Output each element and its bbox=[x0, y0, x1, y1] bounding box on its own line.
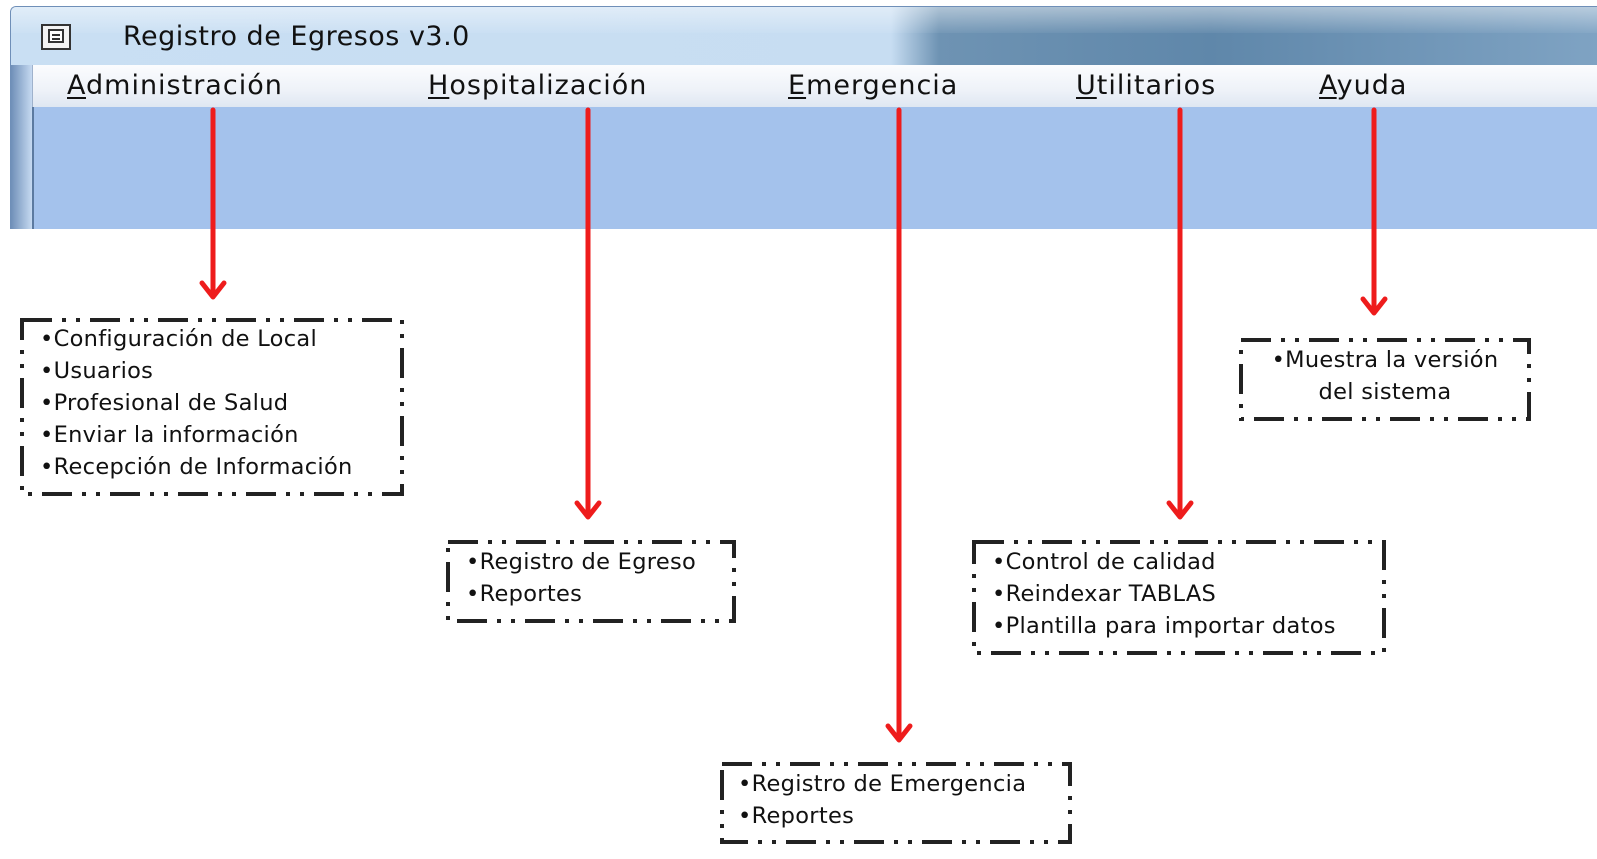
description-line: Muestra la versión bbox=[1239, 344, 1531, 376]
list-item: Reindexar TABLAS bbox=[992, 578, 1406, 610]
menu-accelerator: H bbox=[428, 70, 450, 101]
description-line: del sistema bbox=[1318, 379, 1452, 405]
list-item: Control de calidad bbox=[992, 546, 1406, 578]
title-bar[interactable]: Registro de Egresos v3.0 bbox=[11, 7, 1597, 65]
menu-bar: Administración Hospitalización Emergenci… bbox=[32, 65, 1597, 108]
menu-label: mergencia bbox=[806, 70, 959, 101]
list-item: Reportes bbox=[466, 578, 756, 610]
list-item: Profesional de Salud bbox=[40, 387, 424, 419]
list-item: Registro de Emergencia bbox=[738, 768, 1090, 800]
dash-dot-frame bbox=[446, 540, 736, 623]
list-item: Enviar la información bbox=[40, 419, 424, 451]
callout-utilitarios: Control de calidad Reindexar TABLAS Plan… bbox=[972, 540, 1386, 655]
menu-accelerator: E bbox=[788, 70, 807, 101]
list-item: Reportes bbox=[738, 800, 1090, 832]
menu-accelerator: A bbox=[67, 70, 86, 101]
description-lines: Muestra la versión del sistema bbox=[1239, 344, 1531, 408]
list-item: Usuarios bbox=[40, 355, 424, 387]
app-window: Registro de Egresos v3.0 Administración … bbox=[10, 6, 1597, 229]
window-title: Registro de Egresos v3.0 bbox=[123, 21, 470, 52]
menu-options-list: Registro de Emergencia Reportes bbox=[738, 768, 1090, 832]
menu-options-list: Configuración de Local Usuarios Profesio… bbox=[40, 323, 424, 483]
callout-hospitalizacion: Registro de Egreso Reportes bbox=[446, 540, 736, 623]
list-item: Registro de Egreso bbox=[466, 546, 756, 578]
callout-emergencia: Registro de Emergencia Reportes bbox=[720, 762, 1072, 844]
menu-options-list: Control de calidad Reindexar TABLAS Plan… bbox=[992, 546, 1406, 642]
menu-ayuda[interactable]: Ayuda bbox=[1319, 70, 1407, 101]
menu-emergencia[interactable]: Emergencia bbox=[788, 70, 958, 101]
callout-ayuda: Muestra la versión del sistema bbox=[1239, 338, 1531, 421]
callout-administracion: Configuración de Local Usuarios Profesio… bbox=[20, 318, 404, 496]
dash-dot-frame bbox=[20, 318, 404, 496]
window-frame-left bbox=[11, 65, 32, 229]
menu-options-list: Registro de Egreso Reportes bbox=[466, 546, 756, 610]
list-item: Plantilla para importar datos bbox=[992, 610, 1406, 642]
client-area bbox=[32, 107, 1597, 229]
menu-label: tilitarios bbox=[1096, 70, 1217, 101]
list-item: Recepción de Información bbox=[40, 451, 424, 483]
menu-label: yuda bbox=[1336, 70, 1408, 101]
menu-label: dministración bbox=[86, 70, 283, 101]
dash-dot-frame bbox=[720, 762, 1072, 844]
document-icon[interactable] bbox=[41, 24, 71, 50]
menu-hospitalizacion[interactable]: Hospitalización bbox=[428, 70, 647, 101]
list-item: Configuración de Local bbox=[40, 323, 424, 355]
menu-utilitarios[interactable]: Utilitarios bbox=[1076, 70, 1216, 101]
menu-label: ospitalización bbox=[449, 70, 648, 101]
dash-dot-frame bbox=[1239, 338, 1531, 421]
menu-accelerator: A bbox=[1319, 70, 1337, 101]
menu-administracion[interactable]: Administración bbox=[67, 70, 283, 101]
menu-accelerator: U bbox=[1076, 70, 1097, 101]
